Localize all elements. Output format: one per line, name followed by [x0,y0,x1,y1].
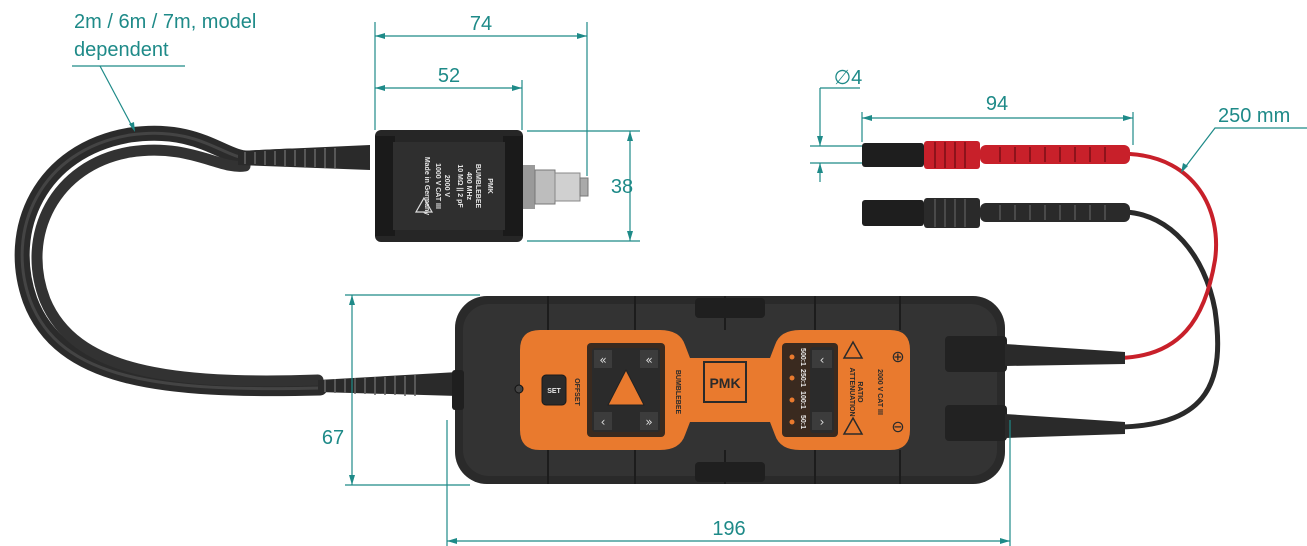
red-test-lead-tip [862,141,1130,169]
probe-body: « « ‹ » SET BUMBLEBEE OFFSET PMK ‹ › [452,296,1007,484]
svg-text:»: » [645,415,652,429]
dim-52: 52 [438,65,460,87]
dim-74: 74 [470,13,492,35]
attenuation-option-1: 500:1 [799,348,806,366]
attenuation-option-2: 250:1 [799,369,806,387]
svg-text:‹: ‹ [601,415,606,429]
lead-strain-relief-plus [1005,344,1125,366]
probe-cable [14,125,328,397]
offset-label: OFFSET [573,378,580,406]
svg-text:‹: ‹ [820,353,825,367]
attenuation-label: ATTENUATION [848,367,855,416]
bnc-made-in: Made in Germany [423,157,430,215]
svg-text:SET: SET [547,388,561,395]
attenuation-led-1 [789,354,795,360]
attenuation-led-4 [789,419,795,425]
set-button[interactable]: SET [541,374,567,406]
probe-pmk-logo: PMK [703,361,747,403]
probe-model-label: BUMBLEBEE [674,370,681,415]
attenuation-option-3: 100:1 [799,391,806,409]
dim-196: 196 [712,518,745,540]
offset-triangle-icon [607,368,645,406]
cable-length-callout-line1: 2m / 6m / 7m, model [74,11,256,33]
lead-strain-relief-minus [1005,414,1125,438]
bnc-voltage: 2000 V [443,175,450,198]
attenuation-selector: ‹ › 500:1 250:1 100:1 50:1 [782,343,838,437]
bnc-bandwidth: 400 MHz [465,172,472,201]
warning-triangle-icon [414,196,434,213]
dimension-lines [72,22,1307,546]
status-led [514,384,524,394]
bnc-box-strain-relief [238,145,370,170]
black-test-lead-tip [862,198,1130,228]
offset-control-pad: « « ‹ » [587,343,665,437]
test-leads [1117,152,1221,430]
bnc-impedance: 10 MΩ || 2 pF [456,164,463,208]
cable-length-callout-line2: dependent [74,39,169,61]
offset-down-fast-button[interactable]: « [594,350,612,368]
bnc-logo: PMK [486,178,493,194]
bnc-model: BUMBLEBEE [474,164,481,209]
ratio-label: RATIO [856,381,863,403]
bnc-cat: 1000 V CAT III [434,163,441,209]
probe-warning-text: 2000 V CAT III [876,369,883,415]
attenuation-led-2 [789,375,795,381]
offset-down-button[interactable]: ‹ [594,412,612,430]
warning-triangle-icon-bottom [842,416,864,435]
probe-body-strain-relief-left [318,372,458,396]
bnc-connector [523,165,589,209]
bnc-adapter-box: PMK BUMBLEBEE 400 MHz 10 MΩ || 2 pF 2000… [375,130,589,242]
attenuation-up-button[interactable]: ‹ [812,350,832,368]
dim-diameter-4: ∅4 [834,67,863,89]
svg-text:PMK: PMK [709,375,740,391]
attenuation-down-button[interactable]: › [812,412,832,430]
svg-text:«: « [599,353,606,367]
svg-text:«: « [645,353,652,367]
dim-94: 94 [986,93,1008,115]
minus-terminal-icon: ⊖ [891,417,904,436]
lead-length-callout: 250 mm [1218,105,1290,127]
attenuation-led-3 [789,397,795,403]
offset-up-fast-button[interactable]: « [640,350,658,368]
dim-38: 38 [611,176,633,198]
offset-up-button[interactable]: » [640,412,658,430]
attenuation-option-4: 50:1 [799,415,806,429]
plus-terminal-icon: ⊕ [891,347,904,366]
svg-text:›: › [820,415,825,429]
warning-triangle-icon-top [842,340,864,359]
dim-67: 67 [322,427,344,449]
